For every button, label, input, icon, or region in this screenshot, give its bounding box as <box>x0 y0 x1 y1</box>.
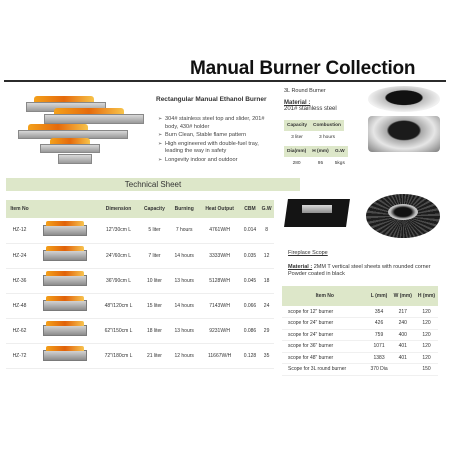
burner-thumbnail <box>43 271 88 286</box>
col-heat-output: Heat Output <box>198 200 241 218</box>
table-row: HZ-12 12"/30cm L 5 liter 7 hours 4761W/H… <box>6 218 274 244</box>
feature-list: 304# stainless steel top and slider, 201… <box>158 116 276 165</box>
burner-thumbnail <box>43 296 88 311</box>
technical-sheet-table: Item No Dimension Capacity Burning Heat … <box>6 200 274 369</box>
table-row: HZ-48 48"/120cm L 15 liter 14 hours 7143… <box>6 293 274 319</box>
rectangular-scope-image <box>282 193 354 233</box>
table-row: scope for 24" burner 426 240 120 <box>282 317 438 330</box>
feature-item: 304# stainless steel top and slider, 201… <box>158 116 276 131</box>
round-burner-material: Material : 201# stainless steel <box>284 100 337 112</box>
fireplace-scope-table: Item No L (mm) W (mm) H (mm) scope for 1… <box>282 286 438 376</box>
round-burner-dimension-table: Dia(mm) H (mm) G.W 280 95 5kgs <box>284 146 348 169</box>
round-burner-open-image <box>368 116 440 152</box>
rectangular-burner-heading: Rectangular Manual Ethanol Burner <box>156 96 267 103</box>
col-burning: Burning <box>169 200 199 218</box>
table-row: HZ-36 36"/90cm L 10 liter 13 hours 5128W… <box>6 268 274 294</box>
table-header-row: Item No Dimension Capacity Burning Heat … <box>6 200 274 218</box>
technical-sheet-heading: Technical Sheet <box>6 178 300 191</box>
page-title: Manual Burner Collection <box>190 58 416 79</box>
table-row: HZ-24 24"/60cm L 7 liter 14 hours 3333W/… <box>6 243 274 269</box>
round-burner-capacity-table: Capacity Combustion 3 liter 3 hours <box>284 120 344 143</box>
fireplace-scope-heading: Fireplace Scope <box>288 250 328 256</box>
table-header-row: Item No L (mm) W (mm) H (mm) <box>282 286 438 306</box>
table-row: scope for 36" burner 1071 401 120 <box>282 340 438 353</box>
col-capacity: Capacity <box>139 200 170 218</box>
round-burner-image <box>368 86 440 112</box>
feature-item: Burn Clean, Stable flame pattern <box>158 132 276 140</box>
round-burner-heading: 3L Round Burner <box>284 88 326 94</box>
rectangular-burners-image <box>14 94 154 166</box>
burner-thumbnail <box>43 321 88 336</box>
col-image <box>33 200 98 218</box>
feature-item: High engineered with double-fuel tray, l… <box>158 141 276 156</box>
table-row: scope for 24" burner 759 400 120 <box>282 329 438 341</box>
feature-item: Longevity indoor and outdoor <box>158 157 276 165</box>
table-row: scope for 48" burner 1383 401 120 <box>282 352 438 364</box>
burner-thumbnail <box>43 220 88 236</box>
col-item-no: Item No <box>6 200 34 218</box>
col-gw: G.W <box>259 200 274 218</box>
burner-thumbnail <box>43 246 88 261</box>
table-row: HZ-62 62"/150cm L 18 liter 13 hours 9231… <box>6 318 274 344</box>
title-divider <box>4 80 446 82</box>
col-cbm: CBM <box>240 200 260 218</box>
table-row: HZ-72 72"/180cm L 21 liter 12 hours 1166… <box>6 343 274 369</box>
burner-thumbnail <box>43 346 88 361</box>
table-row: Scope for 3L round burner 370 Dia 150 <box>282 363 438 376</box>
fireplace-scope-material: Material : 2MM T vertical steel sheets w… <box>288 264 431 277</box>
col-dimension: Dimension <box>97 200 140 218</box>
table-row: scope for 12" burner 354 217 120 <box>282 306 438 318</box>
round-scope-image <box>366 194 440 238</box>
